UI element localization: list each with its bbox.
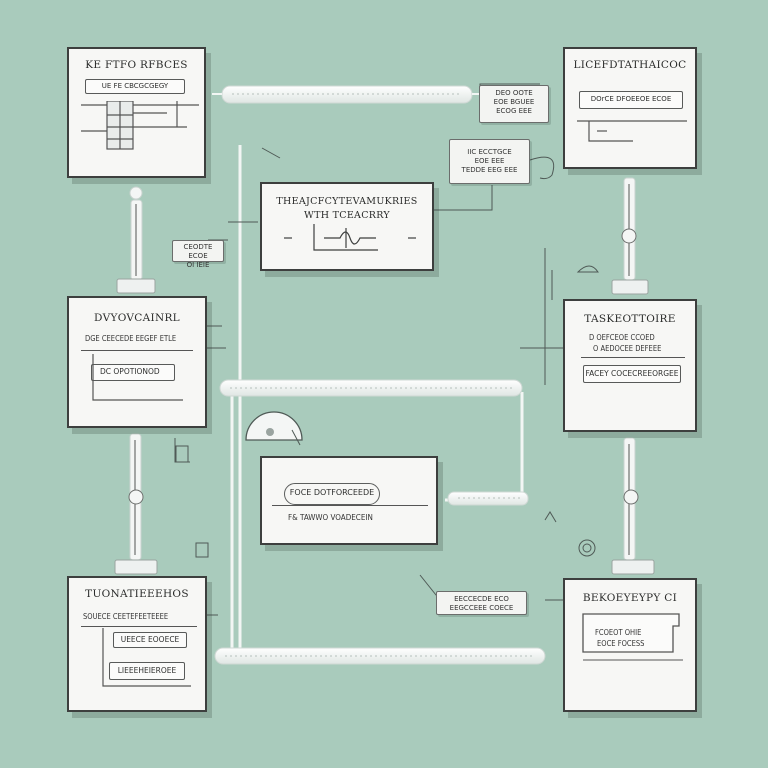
card-mid-right-line2: O AEDOCEE DEFEEE (593, 344, 662, 353)
card-top-left-title: KE FTFO RFBCES (85, 59, 188, 71)
tag-upper-center-line3: TEDDE EEG EEE (461, 166, 518, 174)
card-top-left-field: UE FE CBCGCGEGY (85, 79, 185, 94)
pillar-right-upper (611, 177, 649, 295)
card-top-right: LICEFDTATHAICOC DOrCE DFOEEOE ECOE (563, 47, 697, 169)
tag-bottom-mid: EECCECDE ECO EEGCCEEE COECE (436, 591, 527, 615)
card-bottom-left-bracket (102, 628, 191, 687)
card-mid-left-field: DC OPOTIONOD (91, 364, 175, 381)
tag-left-small-line1: CEODTE ECOE (183, 243, 213, 260)
card-center-top-title-line2: WTH TCEACRRY (304, 210, 390, 221)
card-center-top: THEAJCFCYTEVAMUKRIES WTH TCEACRRY (260, 182, 434, 271)
card-top-left: KE FTFO RFBCES UE FE CBCGCGEGY (67, 47, 206, 178)
card-mid-right-field: FACEY COCECREEORGEE (583, 365, 681, 383)
card-mid-right: TASKEOTTOIRE D OEFCEOE CCOED O AEDOCEE D… (563, 299, 697, 432)
card-mid-right-title: TASKEOTTOIRE (584, 313, 676, 325)
card-center-bottom-pill1: FOCE DOTFORCEEDE (284, 483, 380, 505)
gauge-icon (245, 411, 303, 446)
tag-upper-center: IIC ECCTGCE EOE EEE TEDDE EEG EEE (449, 139, 530, 184)
card-bottom-left-divider (81, 626, 197, 628)
tag-bottom-mid-line1: EECCECDE ECO (454, 595, 509, 603)
pillar-left-upper (116, 186, 156, 294)
card-mid-left: DVYOVCAINRL DGE CEECEDE EEGEF ETLE DC OP… (67, 296, 207, 428)
card-center-bottom-divider (272, 505, 428, 507)
card-bottom-right-title: BEKOEYEYPY CI (582, 592, 678, 604)
card-bottom-left-title: TUONATIEEEHOS (85, 588, 189, 600)
doodle-icons (175, 265, 599, 558)
horizontal-bar-middle (219, 379, 523, 397)
card-bottom-left-field1: UEECE EOOECE (113, 632, 187, 648)
card-bottom-left: TUONATIEEEHOS SOUECE CEETEFEETEEEE UEECE… (67, 576, 207, 712)
card-top-right-field: DOrCE DFOEEOE ECOE (579, 91, 683, 109)
tag-left-small: CEODTE ECOE OI IEIE (172, 240, 224, 269)
horizontal-bar-bottom (214, 647, 546, 665)
card-mid-left-line: DGE CEECEDE EEGEF ETLE (85, 334, 177, 343)
card-top-right-lines (577, 120, 687, 142)
card-bottom-left-line: SOUECE CEETEFEETEEEE (83, 612, 169, 621)
tag-top-mid-line1: DEO OOTE (495, 89, 533, 97)
card-bottom-right: BEKOEYEYPY CI FCOEOT OHIE EOCE FOCESS (563, 578, 697, 712)
tag-left-small-line2: OI IEIE (186, 261, 210, 269)
pillar-left-lower (114, 433, 158, 575)
card-top-left-table (81, 101, 199, 150)
card-center-bottom: FOCE DOTFORCEEDE F& TAWWO VOADECEIN (260, 456, 438, 545)
card-mid-right-divider (581, 357, 685, 359)
card-center-bottom-pill2: F& TAWWO VOADECEIN (288, 513, 373, 522)
tag-bottom-mid-line2: EEGCCEEE COECE (449, 604, 514, 612)
card-mid-left-title: DVYOVCAINRL (94, 312, 180, 324)
card-bottom-right-line2: EOCE FOCESS (597, 639, 645, 648)
waveform-icon (284, 224, 416, 251)
tag-top-mid-line3: ECOG EEE (496, 107, 532, 115)
tag-upper-center-line1: IIC ECCTGCE (467, 148, 512, 156)
card-bottom-right-panel (582, 613, 683, 661)
tag-top-mid-line2: EOE BGUEE (493, 98, 535, 106)
card-mid-right-line1: D OEFCEOE CCOED (589, 333, 655, 342)
card-mid-left-bracket (92, 354, 183, 401)
card-top-right-title: LICEFDTATHAICOC (573, 59, 687, 71)
card-mid-left-divider (81, 350, 193, 352)
horizontal-bar-lower (447, 491, 529, 506)
card-center-top-title-line1: THEAJCFCYTEVAMUKRIES (276, 196, 418, 207)
tag-top-mid: DEO OOTE EOE BGUEE ECOG EEE (479, 85, 549, 123)
sketch-connectors (174, 83, 565, 616)
tag-upper-center-line2: EOE EEE (474, 157, 505, 165)
pillar-right-lower (611, 437, 655, 575)
card-bottom-right-line1: FCOEOT OHIE (595, 628, 642, 637)
horizontal-bar-top (212, 85, 480, 104)
card-bottom-left-field2: LIEEEHEIEROEE (109, 662, 185, 680)
